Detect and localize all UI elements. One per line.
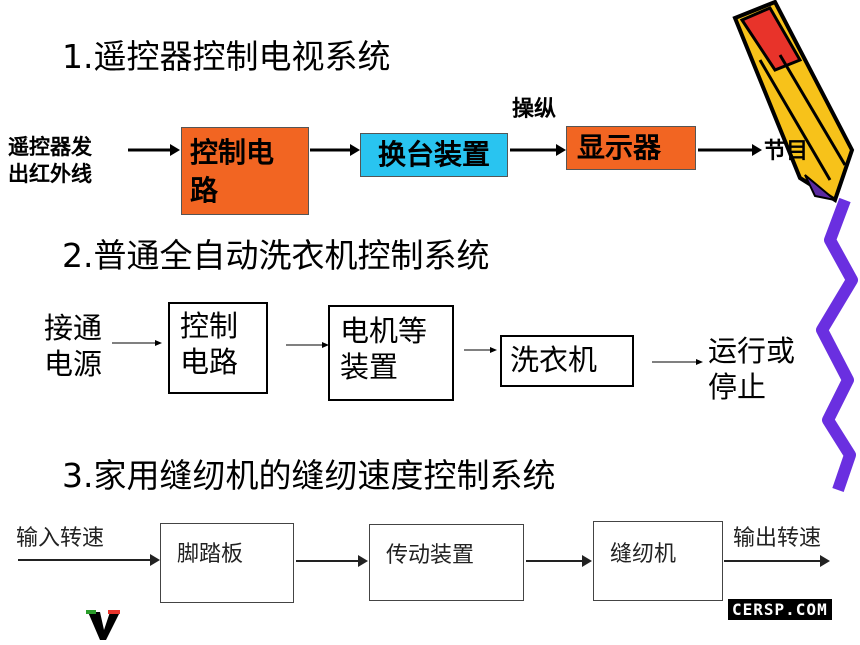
- section1-operate-label: 操纵: [512, 97, 557, 122]
- section3-arrows: [18, 554, 830, 567]
- purple-ribbon: [816, 197, 858, 492]
- section2-input: 接通 电源: [44, 310, 102, 382]
- section1-display-box: 显示器: [566, 126, 696, 170]
- section2-motor-box: 电机等 装置: [328, 305, 454, 401]
- section2-washer-box: 洗衣机: [500, 335, 634, 387]
- section2-title: 2.普通全自动洗衣机控制系统: [62, 236, 490, 275]
- section2-output-line2: 停止: [708, 370, 767, 404]
- section2-output-line1: 运行或: [708, 334, 796, 368]
- section3-input: 输入转速: [16, 526, 105, 551]
- section1-input: 遥控器发 出红外线: [8, 134, 92, 188]
- section3-machine-box: 缝纫机: [593, 521, 723, 601]
- section2-motor-line2: 装置: [340, 350, 399, 384]
- section2-motor-line1: 电机等: [340, 314, 428, 348]
- section3-output: 输出转速: [733, 526, 822, 551]
- section1-title: 1.遥控器控制电视系统: [62, 37, 391, 76]
- section1-output: 节目: [764, 139, 809, 164]
- section2-control-line1: 控制: [180, 309, 239, 343]
- section1-control-line2: 路: [190, 174, 219, 207]
- section2-input-line2: 电源: [44, 347, 103, 381]
- pen-icon: [732, 0, 855, 204]
- section2-output: 运行或 停止: [708, 333, 795, 405]
- section3-pedal-box: 脚踏板: [160, 523, 294, 603]
- section3-title: 3.家用缝纫机的缝纫速度控制系统: [62, 456, 556, 495]
- section2-control-line2: 电路: [180, 345, 239, 379]
- watermark: CERSP.COM: [728, 599, 832, 620]
- small-logo-icon: [86, 610, 120, 640]
- section1-control-circuit-box: 控制电 路: [181, 127, 309, 215]
- section2-arrows: [112, 340, 703, 365]
- section2-input-line1: 接通: [44, 311, 103, 345]
- section1-arrows: [128, 144, 762, 156]
- section1-switch-box: 换台装置: [360, 133, 508, 177]
- section2-control-circuit-box: 控制 电路: [168, 302, 268, 394]
- section1-control-line1: 控制电: [190, 136, 275, 169]
- section1-input-line1: 遥控器发: [8, 135, 92, 159]
- section1-input-line2: 出红外线: [8, 162, 92, 186]
- section3-transmission-box: 传动装置: [369, 524, 524, 601]
